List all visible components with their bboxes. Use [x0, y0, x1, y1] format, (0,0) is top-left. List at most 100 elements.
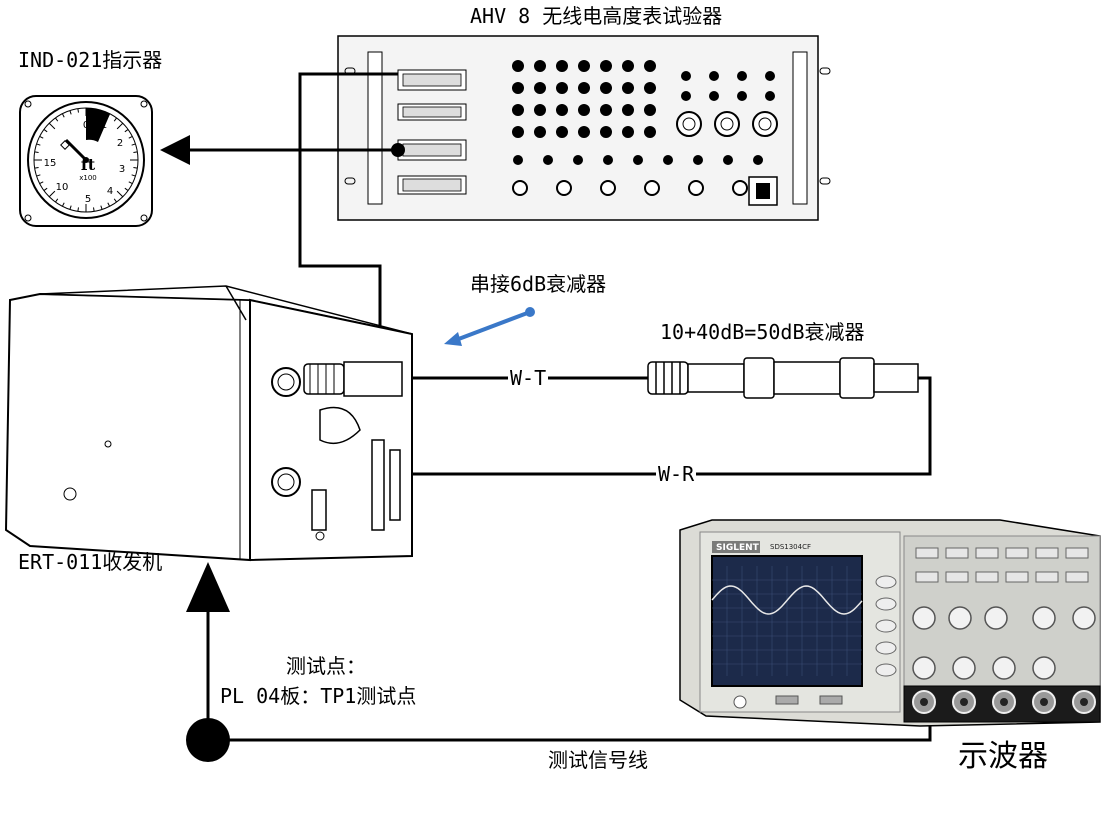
test-jack [681, 71, 691, 81]
test-jack [737, 71, 747, 81]
connector-p3 [397, 139, 467, 161]
osc-button [975, 547, 999, 559]
test-jack [578, 126, 590, 138]
test-jack [753, 155, 763, 165]
test-jack [709, 71, 719, 81]
test-jack [709, 91, 719, 101]
test-point-dot [186, 718, 230, 762]
dial-number: 5 [85, 194, 91, 205]
osc-model: SDS1304CF [770, 543, 811, 551]
osc-button [1065, 571, 1089, 583]
test-jack [765, 91, 775, 101]
adjust-knobs [676, 111, 778, 137]
test-jack [681, 91, 691, 101]
attenuator-50db-label: 10+40dB=50dB衰减器 [660, 320, 865, 344]
test-jack [622, 60, 634, 72]
bnc-jack [732, 180, 748, 196]
test-jack [513, 155, 523, 165]
test-jack [573, 155, 583, 165]
ert-011-transceiver [4, 285, 413, 562]
osc-button [945, 547, 969, 559]
test-jack [556, 104, 568, 116]
osc-waveform [711, 585, 863, 615]
test-jack [633, 155, 643, 165]
osc-knob [952, 656, 976, 680]
test-jack [603, 155, 613, 165]
test-jack [622, 104, 634, 116]
osc-button [1035, 547, 1059, 559]
osc-knob [984, 606, 1008, 630]
test-jack [765, 71, 775, 81]
transceiver-label: ERT-011收发机 [18, 550, 163, 574]
bnc-jack [556, 180, 572, 196]
osc-softkey [875, 619, 897, 633]
bnc-jack [688, 180, 704, 196]
test-jack [600, 104, 612, 116]
dial-number: 2 [117, 138, 123, 149]
dial-number: 10 [56, 182, 69, 193]
test-point-detail: PL 04板：TP1测试点 [220, 684, 417, 708]
indicator-label: IND-021指示器 [18, 48, 163, 72]
oscilloscope-label: 示波器 [958, 739, 1048, 774]
osc-knob [912, 656, 936, 680]
test-jack [512, 60, 524, 72]
osc-button [975, 571, 999, 583]
signal-line-label: 测试信号线 [546, 748, 650, 772]
osc-softkey [875, 597, 897, 611]
dial-multiplier: x100 [79, 174, 97, 182]
test-jack [578, 60, 590, 72]
test-jack [512, 104, 524, 116]
p3-junction-dot [391, 143, 405, 157]
dial-number: 1 [101, 120, 107, 131]
w-t-label: W-T [508, 366, 549, 390]
test-jack [534, 82, 546, 94]
test-jack [644, 126, 656, 138]
osc-knob [1032, 606, 1056, 630]
cable-w-r [322, 376, 932, 476]
attenuator-pointer-arrow [444, 307, 535, 346]
test-jack [578, 82, 590, 94]
oscilloscope: SIGLENT SIGLENT SDS1304CF [679, 519, 1101, 727]
w-r-label: W-R [656, 462, 697, 486]
osc-button [915, 547, 939, 559]
test-jack [644, 104, 656, 116]
osc-button [1065, 547, 1089, 559]
test-jack [543, 155, 553, 165]
bnc-jack [600, 180, 616, 196]
test-jack [622, 126, 634, 138]
dial-number: 3 [119, 164, 125, 175]
osc-knob [948, 606, 972, 630]
dial-number: 0 [83, 120, 89, 131]
bnc-jack [644, 180, 660, 196]
test-jack [723, 155, 733, 165]
connector-p2 [397, 103, 467, 121]
test-jack [644, 82, 656, 94]
power-switch [748, 176, 778, 206]
test-point-title: 测试点： [286, 654, 366, 678]
bnc-jack [512, 180, 528, 196]
svg-text:SIGLENT: SIGLENT [716, 543, 760, 553]
connector-p4 [397, 175, 467, 195]
test-jack [512, 82, 524, 94]
test-jack [600, 60, 612, 72]
osc-button [1005, 571, 1029, 583]
test-jack [578, 104, 590, 116]
ind-021-indicator: 0 2 1 3 4 5 10 15 ft x100 [19, 95, 153, 227]
test-jack [534, 60, 546, 72]
test-jack [534, 126, 546, 138]
test-jack [663, 155, 673, 165]
osc-softkey [875, 663, 897, 677]
osc-knob [1032, 656, 1056, 680]
test-jack [534, 104, 546, 116]
test-jack [693, 155, 703, 165]
osc-softkey [875, 641, 897, 655]
test-jack [556, 126, 568, 138]
test-jack [644, 60, 656, 72]
test-jack [512, 126, 524, 138]
osc-button [915, 571, 939, 583]
attenuator-6db-label: 串接6dB衰减器 [470, 272, 607, 296]
osc-button [1005, 547, 1029, 559]
tester-title: AHV 8 无线电高度表试验器 [470, 4, 723, 28]
tester-panel [337, 35, 831, 221]
